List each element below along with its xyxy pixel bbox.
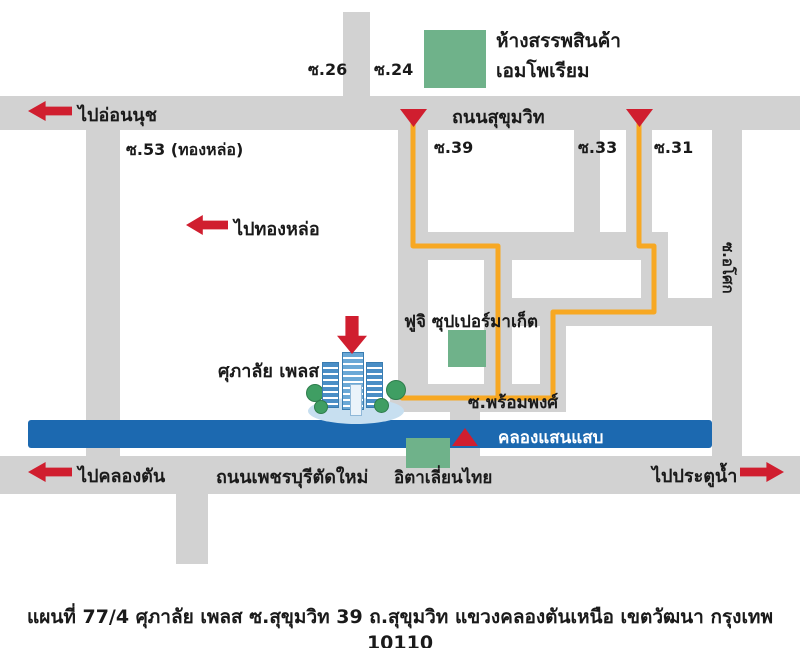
direction-label-pratunam: ไปประตูน้ำ — [652, 466, 738, 487]
landmark-label-supalai: ศุภาลัย เพลส — [218, 361, 320, 382]
tree-icon — [386, 380, 406, 400]
landmark-label-emporium-line1: ห้างสรรพสินค้า — [496, 30, 621, 52]
road-bottom-stub — [176, 494, 208, 564]
road-phetchaburi — [0, 456, 800, 494]
road-soi31 — [626, 130, 652, 232]
road-label-phromphong: ซ.พร้อมพงศ์ — [468, 393, 559, 413]
road-label-soi24: ซ.24 — [374, 60, 414, 79]
direction-label-onnut: ไปอ่อนนุช — [78, 105, 157, 126]
direction-label-thonglor: ไปทองหล่อ — [234, 219, 320, 240]
saen-saep-canal — [28, 420, 712, 448]
tree-icon — [314, 400, 328, 414]
down-arrow-icon-supalai — [337, 316, 367, 354]
canal-label: คลองแสนแสบ — [498, 428, 604, 448]
landmark-label-emporium-line2: เอมโพเรียม — [496, 60, 590, 82]
emporium-block — [424, 30, 486, 88]
road-label-soi33: ซ.33 — [578, 138, 618, 157]
building-entrance — [350, 384, 362, 416]
left-arrow-icon-thonglor — [186, 215, 228, 235]
tree-icon — [374, 398, 389, 413]
road-asoke — [712, 96, 742, 456]
road-label-soi26: ซ.26 — [308, 60, 348, 79]
direction-label-khlongtan: ไปคลองตัน — [78, 466, 166, 487]
landmark-label-italthai: อิตาเลี่ยนไทย — [394, 468, 493, 488]
building-tower-left — [322, 362, 339, 408]
road-label-sukhumvit: ถนนสุขุมวิท — [452, 107, 545, 128]
fuji-supermarket-block — [448, 330, 486, 367]
road-label-phetchaburi: ถนนเพชรบุรีตัดใหม่ — [216, 467, 369, 488]
supalai-building-illustration — [306, 350, 406, 426]
road-label-asoke: ซ.อโศก — [719, 242, 737, 294]
italthai-block — [406, 438, 450, 468]
map-caption: แผนที่ 77/4 ศุภาลัย เพลส ซ.สุขุมวิท 39 ถ… — [26, 606, 773, 648]
road-label-soi31: ซ.31 — [654, 138, 694, 157]
landmark-label-fuji: ฟูจิ ซุปเปอร์มาเก็ต — [404, 312, 539, 332]
road-mid-horizontal-upper — [398, 232, 668, 260]
road-soi53-thonglor — [86, 130, 120, 456]
road-label-soi39: ซ.39 — [434, 138, 474, 157]
road-label-soi53: ซ.53 (ทองหล่อ) — [126, 140, 244, 159]
road-soi24-26 — [343, 12, 370, 96]
